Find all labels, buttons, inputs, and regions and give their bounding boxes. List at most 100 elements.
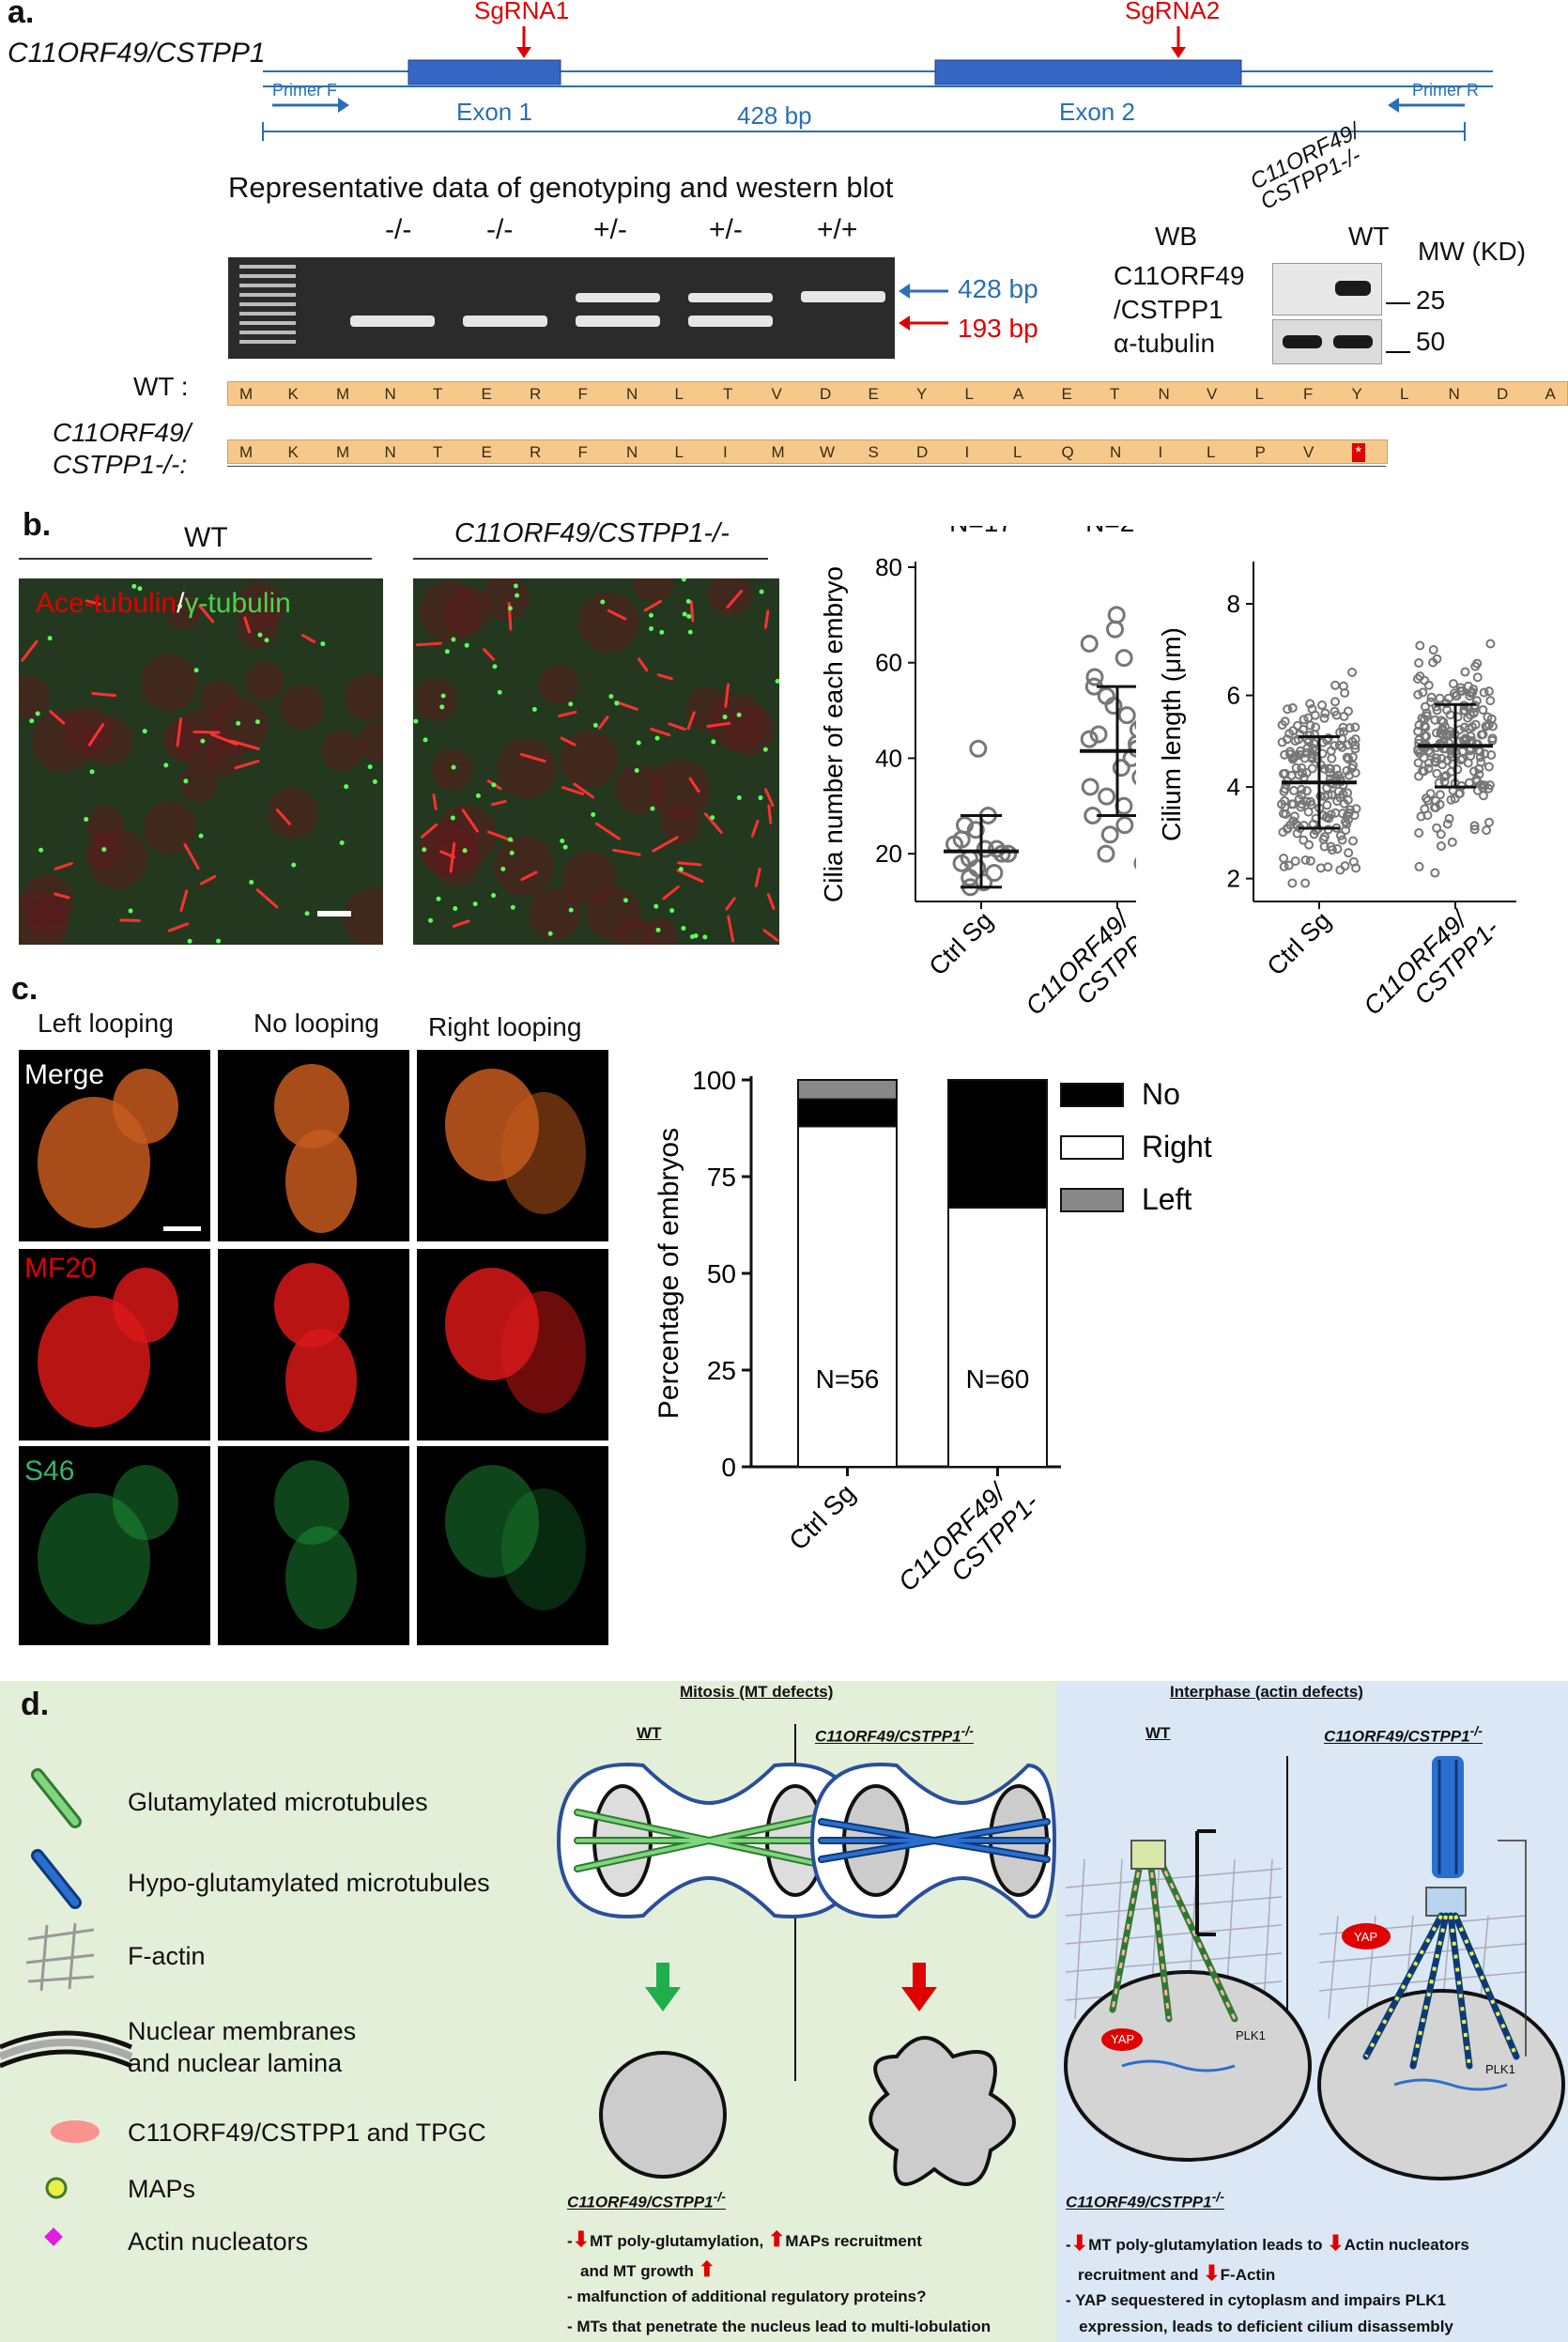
panel-a-label: a. [8,0,35,30]
sgrna2-label: SgRNA2 [1125,0,1221,24]
panel-b-ko-title: C11ORF49/CSTPP1-/- [454,518,730,548]
data-point [1439,777,1450,787]
x-category-label: Ctrl Sg [1262,906,1337,981]
ko-seq-label-line2: CSTPP1-/-: [53,450,188,479]
cilium [650,727,671,737]
nucleus-blob [27,897,69,939]
heart-image [19,1050,210,1241]
nucleus-blob [708,578,752,617]
data-point [1322,800,1332,810]
data-point [1439,721,1450,732]
nucleus-blob [343,887,383,945]
nucleus-blob [431,748,473,791]
nucleus-blob [538,664,579,705]
data-point [1343,788,1353,798]
legend-tpgc: C11ORF49/CSTPP1 and TPGC [128,2119,486,2147]
data-point [1299,715,1309,725]
data-point [1442,705,1453,716]
y-tick-label: 4 [1227,773,1240,801]
nucleus-blob [725,706,776,756]
red-down-arrow [901,1963,937,2011]
data-point [1308,743,1318,753]
data-point [1287,702,1298,713]
cilium [754,867,761,887]
data-point [1301,786,1312,796]
hypo-glutamylated-mt-icon [31,1849,82,1909]
cilium [598,716,609,730]
centrosome-dot [177,603,183,609]
centrosome-dot [614,701,620,706]
data-point [1416,811,1426,822]
heart-scale-bar [163,1226,201,1231]
data-point [1335,793,1345,803]
heart-shape [38,1268,178,1427]
cilium [727,915,735,943]
ventricle [38,1493,150,1625]
data-point [1483,817,1494,827]
centrosome-dot [367,764,373,770]
cilium [763,788,775,808]
nucleus-blob [143,801,197,855]
centrosome-dot [423,737,428,743]
heart-image [19,1249,210,1441]
data-point [1337,835,1347,845]
bar-no [797,1098,898,1128]
nucleus-blob [179,764,218,803]
amino-acid: N [1110,443,1122,461]
data-point [1343,706,1353,716]
centrosome-dot [686,613,692,619]
col-right-looping: Right looping [428,1012,582,1041]
data-point [1469,824,1480,835]
heart-shape [38,1465,178,1625]
data-point [1486,750,1497,761]
heart-image [218,1446,409,1645]
data-point [1294,794,1304,804]
cilium [561,786,585,795]
centrosome-dot [249,880,254,886]
data-point [1128,739,1136,758]
data-point [1335,830,1345,840]
x-category-label: Ctrl Sg [924,906,999,981]
cilium [483,648,496,661]
data-point [1327,790,1337,800]
centrosome-dot [623,898,628,903]
centrosome-dot [291,862,297,868]
data-point [1428,657,1438,668]
data-point [1104,696,1123,715]
cilium [668,722,686,732]
amino-acid: A [1013,385,1024,403]
legend-nuclear-lamina: and nuclear lamina [128,2049,343,2077]
interphase-wt-label: WT [1145,1724,1171,1742]
ventricle [501,1291,586,1413]
data-point [1430,715,1440,725]
centrosome-dot [29,718,35,724]
cilium [725,897,736,911]
mw-25-label: 25 [1416,285,1446,315]
interphase-ko-text: C11ORF49/CSTPP1 [1324,1727,1470,1746]
centrosome-dot [372,778,377,784]
row-merge-label: Merge [24,1059,105,1090]
atrium [113,1465,178,1540]
centrosome-dot [653,903,659,909]
mitosis-wt-label: WT [637,1724,662,1742]
cilium [491,799,507,807]
centrosome-dot [681,926,686,932]
y-tick-label: 0 [721,1453,736,1482]
data-point [1283,704,1293,715]
data-point [1438,716,1449,727]
centrosome-dot [758,795,763,801]
nucleus-blob [140,654,198,712]
data-point [1279,853,1289,863]
atrium [113,1268,178,1343]
ventricle [285,1130,357,1233]
data-point [1129,720,1136,739]
nucleus-blob [560,730,619,789]
n-label: N=56 [816,1364,880,1394]
stain-sep: / [177,588,185,619]
heart-image [417,1446,608,1645]
nucleus-blob [414,678,458,721]
data-point [1472,658,1483,669]
data-point [1117,706,1136,725]
data-point [1344,848,1354,858]
